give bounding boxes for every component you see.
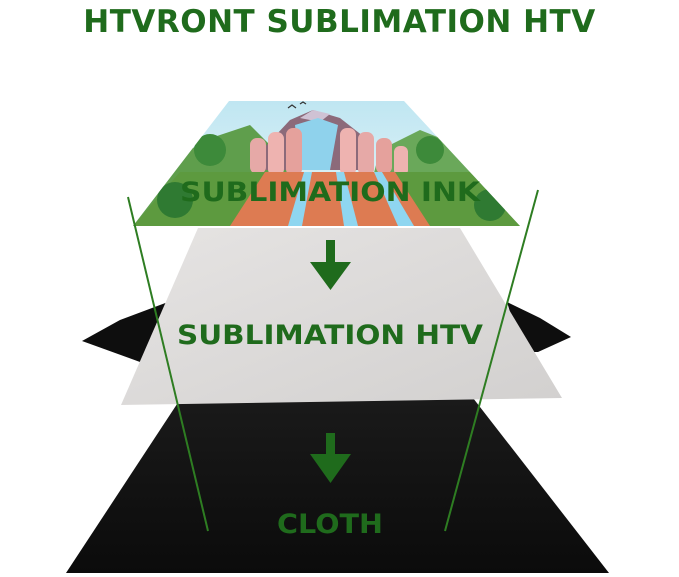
ink-layer-label: SUBLIMATION INK bbox=[180, 177, 481, 208]
htv-layer-sheet bbox=[121, 228, 562, 405]
cloth-layer-sheet bbox=[66, 398, 609, 573]
ink-layer-mountain-snow bbox=[300, 110, 330, 122]
cloth-layer-label: CLOTH bbox=[277, 509, 383, 540]
cloth-layer bbox=[66, 302, 609, 573]
ink-layer-bush bbox=[416, 136, 444, 164]
htv-layer bbox=[121, 228, 562, 405]
ink-layer-bush bbox=[194, 134, 226, 166]
ink-layer-waterfall bbox=[295, 118, 338, 170]
guide-line-left bbox=[127, 196, 209, 532]
guide-line-right bbox=[444, 189, 539, 532]
perspective-guides bbox=[127, 189, 539, 532]
ink-layer-bird bbox=[287, 101, 307, 109]
ink-layer-bush bbox=[157, 182, 193, 218]
ink-layer bbox=[133, 101, 520, 226]
arrow-down-icon bbox=[310, 240, 351, 290]
htv-layer-label: SUBLIMATION HTV bbox=[177, 320, 483, 351]
arrow-down-icon bbox=[310, 433, 351, 483]
ink-layer-stream-1 bbox=[288, 172, 312, 226]
ink-layer-stream-2 bbox=[336, 172, 358, 226]
page-title: HTVRONT SUBLIMATION HTV bbox=[83, 4, 596, 40]
ink-layer-stream-3 bbox=[374, 172, 414, 226]
ink-layer-pillars bbox=[250, 128, 408, 176]
